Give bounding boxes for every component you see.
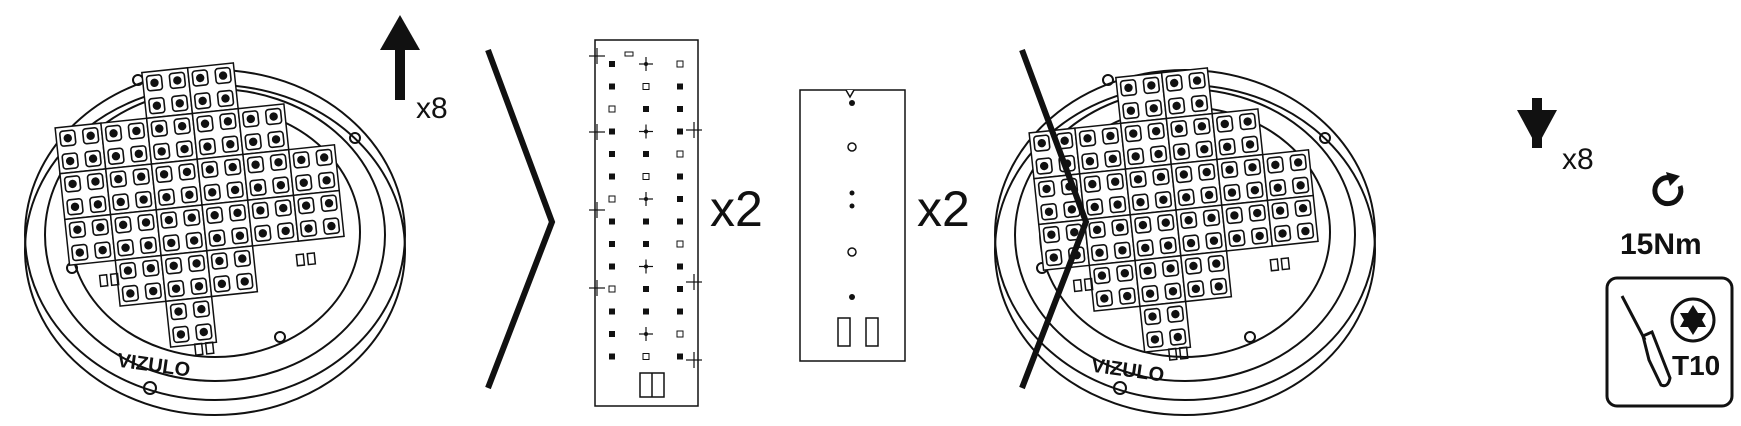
strip-large-count-label: x2 xyxy=(710,181,763,237)
bit-size-label: T10 xyxy=(1672,350,1721,381)
rotate-icon xyxy=(1652,172,1684,207)
led-strip-small xyxy=(799,89,906,362)
arrow-up-icon xyxy=(380,15,420,100)
screwdriver-icon xyxy=(1620,295,1672,388)
tool-box xyxy=(1605,276,1734,408)
luminaire-before: VIZULO xyxy=(24,62,406,416)
brand-logo: VIZULO xyxy=(1090,355,1166,387)
torx-bit-icon xyxy=(1670,297,1716,343)
led-module-cluster: VIZULO xyxy=(54,62,345,382)
strip-small-count-label: x2 xyxy=(917,181,970,237)
chevron-right-icon xyxy=(1019,48,1090,390)
torque-label: 15Nm xyxy=(1620,228,1702,261)
led-module-cluster: VIZULO xyxy=(1028,67,1319,387)
step3-count-label: x8 xyxy=(1562,143,1594,176)
arrow-down-icon xyxy=(1517,98,1557,148)
chevron-right-icon xyxy=(485,48,556,390)
luminaire-after: VIZULO xyxy=(994,67,1376,416)
led-strip-large xyxy=(589,39,702,407)
step1-count-label: x8 xyxy=(416,92,448,125)
brand-logo: VIZULO xyxy=(116,350,192,382)
